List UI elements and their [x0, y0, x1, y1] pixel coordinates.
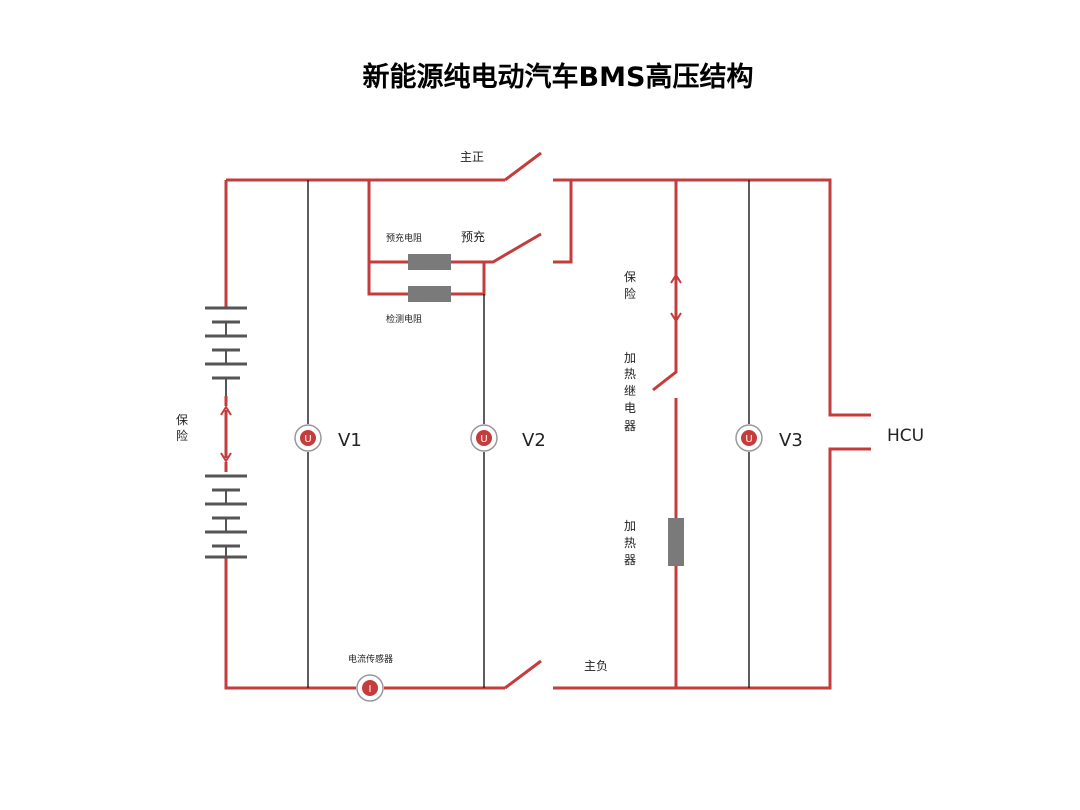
label-heat-relay-2: 热 [624, 367, 636, 381]
detect-branch-a [367, 262, 408, 296]
current-sensor-meter: I [356, 674, 384, 702]
heater-element [668, 518, 684, 566]
voltmeter-v2-symbol: U [480, 434, 487, 445]
bottom-left-bus-b [224, 557, 356, 690]
label-v1: V1 [338, 430, 362, 451]
voltmeter-v1: U [294, 424, 322, 452]
detect-branch-b [451, 262, 486, 296]
voltmeter-v3-symbol: U [745, 434, 752, 445]
label-heater-1: 加 [624, 519, 636, 533]
precharge-branch-a [367, 180, 408, 264]
detect-resistor [408, 286, 451, 302]
label-main-positive: 主正 [460, 150, 484, 164]
voltmeter-v3: U [735, 424, 763, 452]
label-heat-relay-3: 继 [624, 384, 636, 398]
label-precharge: 预充 [461, 229, 485, 244]
label-detect-resistor: 检测电阻 [386, 313, 422, 325]
precharge-return [553, 180, 573, 264]
measurement-wires [307, 180, 750, 688]
label-main-negative: 主负 [584, 659, 608, 673]
label-heat-relay-5: 器 [624, 419, 636, 433]
label-v2: V2 [522, 430, 546, 451]
label-heat-relay-4: 电 [624, 401, 636, 415]
main-negative-switch [504, 659, 542, 690]
ammeter-symbol: I [369, 684, 372, 695]
voltmeter-v1-symbol: U [304, 434, 311, 445]
label-fuse-right-1: 保 [624, 270, 636, 284]
precharge-switch [451, 232, 542, 264]
label-hcu: HCU [887, 426, 924, 446]
label-v3: V3 [779, 430, 803, 451]
battery-upper [205, 306, 247, 396]
bottom-right-bus [553, 447, 871, 690]
label-fuse-left-1: 保 [176, 413, 188, 427]
fuse-left [220, 405, 232, 463]
label-fuse-left-2: 险 [176, 428, 188, 443]
label-heater-2: 热 [624, 536, 636, 550]
fuse-right [670, 273, 682, 323]
label-heater-3: 器 [624, 553, 636, 567]
heater-relay-switch [652, 318, 678, 392]
label-precharge-resistor: 预充电阻 [386, 232, 422, 244]
battery-lower [205, 474, 247, 559]
diagram-title: 新能源纯电动汽车BMS高压结构 [363, 61, 754, 93]
label-current-sensor: 电流传感器 [348, 653, 393, 665]
main-positive-switch [504, 151, 542, 182]
label-fuse-right-2: 险 [624, 286, 636, 301]
label-heat-relay-1: 加 [624, 351, 636, 365]
precharge-resistor [408, 254, 451, 270]
main-wiring [224, 151, 871, 690]
top-right-bus [553, 178, 871, 417]
voltmeter-v2: U [470, 424, 498, 452]
